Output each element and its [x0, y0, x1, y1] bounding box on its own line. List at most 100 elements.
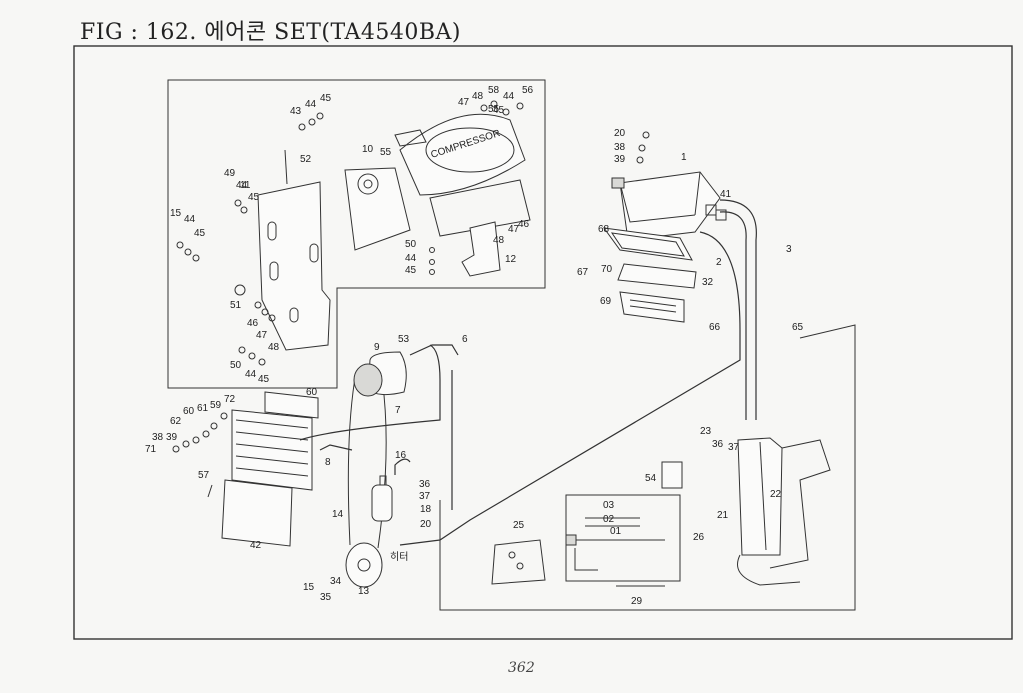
part-number-68: 68 — [598, 224, 610, 235]
part-number-15: 15 — [170, 208, 182, 219]
inset-box — [167, 79, 546, 389]
part-number-12: 12 — [505, 254, 517, 265]
part-number-13: 13 — [358, 586, 370, 597]
part-number-7: 7 — [395, 405, 401, 416]
part-number-02: 02 — [603, 514, 615, 525]
part-number-60: 60 — [306, 387, 318, 398]
part-number-45: 45 — [493, 105, 505, 116]
part-number-60: 60 — [183, 406, 195, 417]
evaporator-parts — [602, 227, 697, 323]
part-number-36: 36 — [419, 479, 431, 490]
part-number-55: 55 — [380, 147, 392, 158]
receiver-drier — [371, 475, 393, 522]
part-number-55: 55 — [488, 104, 500, 115]
heater-text: 히터 — [390, 551, 408, 563]
condenser-bolts — [172, 412, 228, 498]
part-number-53: 53 — [398, 334, 410, 345]
drive-belt-assembly — [345, 351, 407, 588]
part-number-66: 66 — [709, 322, 721, 333]
part-number-44: 44 — [236, 180, 248, 191]
part-number-10: 10 — [362, 144, 374, 155]
part-number-51: 51 — [230, 300, 242, 311]
part-number-11: 11 — [240, 180, 251, 191]
support-bracket — [461, 221, 501, 277]
page-title: FIG : 162. 에어콘 SET(TA4540BA) — [80, 20, 461, 45]
part-number-18: 18 — [420, 504, 432, 515]
part-number-14: 14 — [332, 509, 344, 520]
part-number-21: 21 — [717, 510, 729, 521]
part-number-46: 46 — [518, 219, 530, 230]
part-number-44: 44 — [503, 91, 515, 102]
mount-bracket-25 — [491, 539, 546, 585]
part-number-35: 35 — [320, 592, 332, 603]
part-number-20: 20 — [614, 128, 626, 139]
part-number-52: 52 — [300, 154, 312, 165]
part-number-47: 47 — [458, 97, 470, 108]
part-number-39: 39 — [166, 432, 178, 443]
wiring-harness — [565, 494, 681, 587]
mount-bracket — [257, 149, 331, 351]
pulley-bracket — [344, 167, 411, 251]
outer-frame — [73, 45, 1013, 640]
part-number-47: 47 — [508, 224, 520, 235]
part-number-3: 3 — [786, 244, 792, 255]
condenser-core — [221, 391, 319, 547]
part-number-01: 01 — [610, 526, 622, 537]
part-number-38: 38 — [152, 432, 164, 443]
part-number-37: 37 — [419, 491, 431, 502]
part-number-39: 39 — [614, 154, 626, 165]
part-number-1: 1 — [681, 152, 687, 163]
part-number-56: 56 — [522, 85, 534, 96]
part-number-49: 49 — [224, 168, 236, 179]
part-number-32: 32 — [702, 277, 714, 288]
part-number-65: 65 — [792, 322, 804, 333]
part-number-44: 44 — [245, 369, 257, 380]
part-number-20: 20 — [420, 519, 432, 530]
part-number-9: 9 — [374, 342, 380, 353]
part-number-61: 61 — [197, 403, 209, 414]
part-number-41: 41 — [720, 189, 732, 200]
part-number-67: 67 — [577, 267, 589, 278]
part-number-22: 22 — [770, 489, 782, 500]
part-number-72: 72 — [224, 394, 236, 405]
part-number-54: 54 — [645, 473, 657, 484]
part-number-59: 59 — [210, 400, 222, 411]
part-number-71: 71 — [145, 444, 157, 455]
part-number-48: 48 — [493, 235, 505, 246]
part-number-50: 50 — [405, 239, 417, 250]
part-number-15: 15 — [303, 582, 315, 593]
compressor-assembly: COMPRESSOR — [394, 113, 531, 237]
part-number-25: 25 — [513, 520, 525, 531]
part-number-45: 45 — [194, 228, 206, 239]
bolt-set — [176, 100, 524, 366]
part-number-57: 57 — [198, 470, 210, 481]
part-number-26: 26 — [693, 532, 705, 543]
part-number-6: 6 — [462, 334, 468, 345]
part-number-42: 42 — [250, 540, 262, 551]
part-number-45: 45 — [248, 192, 260, 203]
part-number-45: 45 — [405, 265, 417, 276]
part-number-69: 69 — [600, 296, 612, 307]
part-number-58: 58 — [488, 85, 500, 96]
part-number-2: 2 — [716, 257, 722, 268]
part-number-38: 38 — [614, 142, 626, 153]
part-number-44: 44 — [405, 253, 417, 264]
part-number-36: 36 — [712, 439, 724, 450]
part-number-43: 43 — [290, 106, 302, 117]
part-number-37: 37 — [728, 442, 740, 453]
part-number-48: 48 — [268, 342, 280, 353]
part-number-45: 45 — [258, 374, 270, 385]
part-labels: 1236789101112131415151618202021222325262… — [145, 85, 804, 607]
part-number-34: 34 — [330, 576, 342, 587]
part-number-03: 03 — [603, 500, 615, 511]
lower-region — [439, 324, 856, 611]
heater-core — [737, 437, 831, 586]
fitting-41 — [636, 131, 727, 221]
evaporator-unit — [611, 171, 721, 241]
part-number-45: 45 — [320, 93, 332, 104]
page-number: 362 — [508, 660, 535, 676]
part-number-23: 23 — [700, 426, 712, 437]
part-number-29: 29 — [631, 596, 643, 607]
filter-54 — [661, 461, 683, 489]
refrigerant-hoses — [299, 199, 757, 546]
